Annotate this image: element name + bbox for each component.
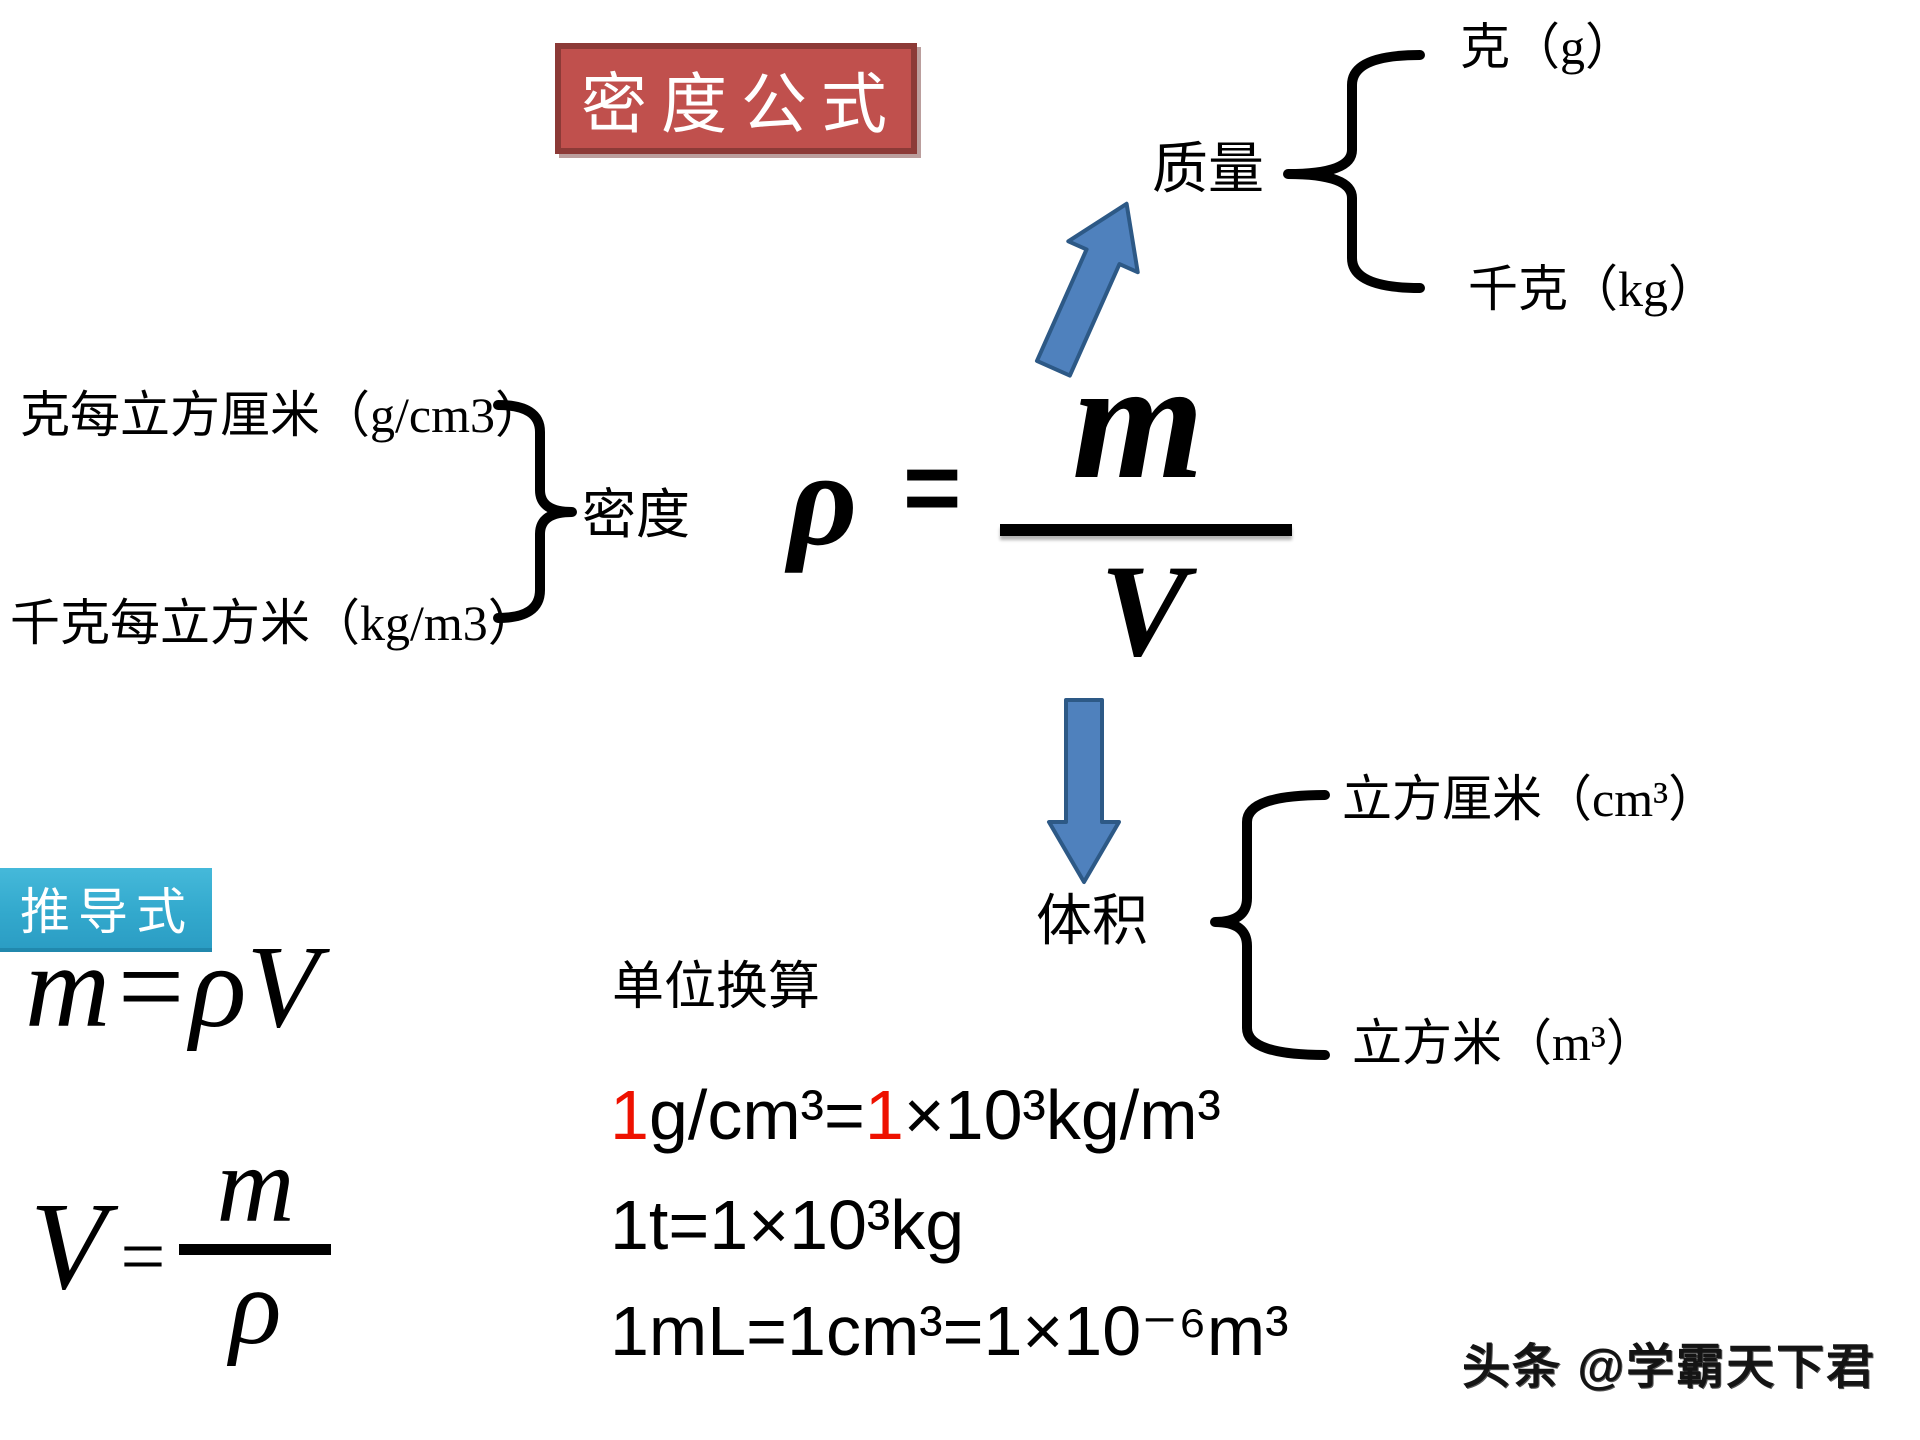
line1-rest: ×10³kg/m³	[903, 1076, 1221, 1154]
volume-brace	[1210, 790, 1330, 1060]
rho-symbol: ρ	[788, 425, 858, 574]
mass-brace	[1283, 50, 1425, 293]
derived-formula-2-numerator: m	[216, 1126, 295, 1245]
derived-formula-2: V = m ρ	[30, 1126, 332, 1367]
watermark: 头条 @学霸天下君	[1462, 1341, 1877, 1394]
volume-label: 体积	[1036, 891, 1148, 953]
density-label: 密度	[582, 485, 690, 545]
derived-formula-1: m=ρV	[25, 921, 319, 1052]
unit-conversion-heading: 单位换算	[612, 959, 821, 1016]
volume-unit-cm3: 立方厘米（cm³）	[1342, 771, 1719, 827]
mass-symbol: m	[1072, 326, 1205, 514]
density-unit-gcm3: 克每立方厘米（g/cm3）	[20, 387, 545, 443]
line1-red-result: 1	[864, 1076, 904, 1154]
unit-conversion-line-3: 1mL=1cm³=1×10⁻⁶m³	[610, 1292, 1289, 1370]
derived-badge-label: 推导式	[20, 884, 194, 940]
down-arrow-icon	[1047, 698, 1121, 884]
derived-formula-2-denominator: ρ	[229, 1247, 282, 1367]
line1-red-coefficient: 1	[610, 1076, 649, 1154]
fraction-bar	[1000, 524, 1292, 536]
volume-unit-m3: 立方米（m³）	[1352, 1015, 1656, 1071]
derived-formula-2-bar	[179, 1243, 332, 1255]
derived-formula-2-fraction: m ρ	[179, 1126, 332, 1367]
volume-symbol: V	[1100, 537, 1189, 684]
derived-formula-2-equals: =	[120, 1213, 166, 1302]
title-box: 密度公式	[555, 43, 917, 154]
page-title: 密度公式	[581, 68, 901, 142]
unit-conversion-line-2: 1t=1×10³kg	[610, 1186, 965, 1264]
equals-sign: =	[903, 432, 962, 544]
line1-mid: g/cm³=	[648, 1076, 865, 1154]
mass-unit-kg: 千克（kg）	[1468, 261, 1718, 317]
derived-formula-2-lhs: V	[30, 1177, 107, 1316]
mass-unit-g: 克（g）	[1460, 19, 1635, 75]
unit-conversion-line-1: 1g/cm³=1×10³kg/m³	[610, 1080, 1221, 1150]
derived-badge: 推导式	[0, 868, 212, 952]
density-unit-kgm3: 千克每立方米（kg/m3）	[10, 595, 538, 651]
mass-label: 质量	[1152, 139, 1264, 201]
